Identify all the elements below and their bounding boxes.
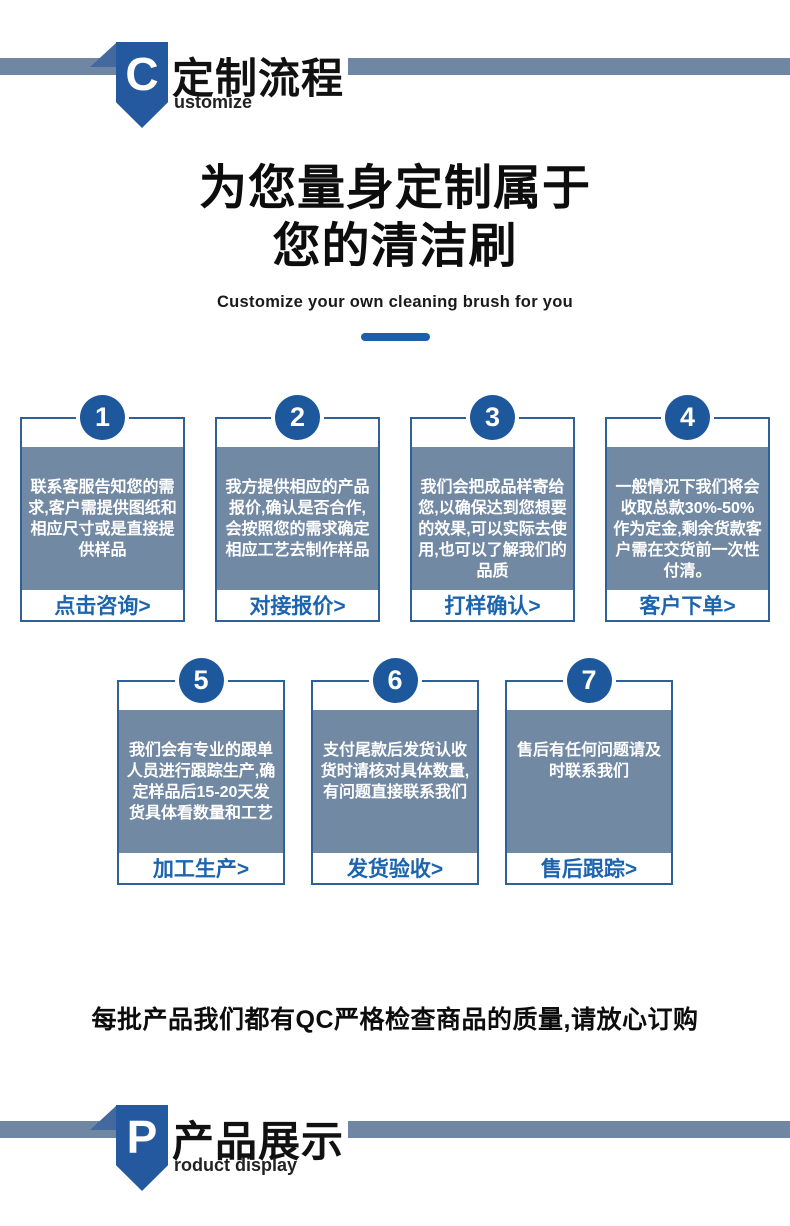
step-description-3: 我们会把成品样寄给您,以确保达到您想要的效果,可以实际去使用,也可以了解我们的品…: [412, 447, 573, 590]
qc-note: 每批产品我们都有QC严格检查商品的质量,请放心订购: [91, 1006, 699, 1034]
band-bar-left: [0, 58, 118, 75]
step-link-quote[interactable]: 对接报价>: [249, 595, 346, 618]
step-box-1: 联系客服告知您的需求,客户需提供图纸和相应尺寸或是直接提供样品 点击咨询>: [20, 417, 185, 622]
step-number-badge-5: 5: [178, 658, 224, 703]
step-description-1: 联系客服告知您的需求,客户需提供图纸和相应尺寸或是直接提供样品: [22, 447, 183, 590]
ribbon-banner-icon: P: [116, 1105, 168, 1191]
step-box-7: 售后有任何问题请及时联系我们 售后跟踪>: [505, 680, 673, 885]
steps-row-2: 5 我们会有专业的跟单人员进行跟踪生产,确定样品后15-20天发货具体看数量和工…: [0, 658, 790, 885]
step-link-order[interactable]: 客户下单>: [639, 595, 736, 618]
step-card-7: 7 售后有任何问题请及时联系我们 售后跟踪>: [505, 658, 673, 885]
ribbon-initial: C: [125, 48, 159, 100]
step-description-4: 一般情况下我们将会收取总款30%-50%作为定金,剩余货款客户需在交货前一次性付…: [607, 447, 768, 590]
step-link-aftersale[interactable]: 售后跟踪>: [540, 858, 638, 881]
step-footer-6: 发货验收>: [313, 853, 477, 883]
ribbon-fold-icon: [90, 1106, 116, 1130]
section-subtitle-product: roduct display: [174, 1155, 298, 1175]
steps-row-1: 1 联系客服告知您的需求,客户需提供图纸和相应尺寸或是直接提供样品 点击咨询> …: [0, 395, 790, 622]
step-link-production[interactable]: 加工生产>: [152, 858, 250, 881]
step-number-badge-2: 2: [275, 395, 320, 440]
step-description-2: 我方提供相应的产品报价,确认是否合作,会按照您的需求确定相应工艺去制作样品: [217, 447, 378, 590]
step-footer-3: 打样确认>: [412, 590, 573, 620]
step-card-4: 4 一般情况下我们将会收取总款30%-50%作为定金,剩余货款客户需在交货前一次…: [605, 395, 770, 622]
step-number-badge-7: 7: [566, 658, 612, 703]
hero: 为您量身定制属于 您的清洁刷 Customize your own cleani…: [0, 160, 790, 341]
band-bar-left: [0, 1121, 118, 1138]
step-footer-1: 点击咨询>: [22, 590, 183, 620]
step-footer-7: 售后跟踪>: [507, 853, 671, 883]
step-number-badge-6: 6: [372, 658, 418, 703]
step-box-2: 我方提供相应的产品报价,确认是否合作,会按照您的需求确定相应工艺去制作样品 对接…: [215, 417, 380, 622]
hero-divider: [360, 333, 430, 341]
step-card-5: 5 我们会有专业的跟单人员进行跟踪生产,确定样品后15-20天发货具体看数量和工…: [117, 658, 285, 885]
hero-title-line1: 为您量身定制属于: [198, 162, 591, 215]
step-description-6: 支付尾款后发货认收货时请核对具体数量,有问题直接联系我们: [313, 710, 477, 853]
hero-subtitle: Customize your own cleaning brush for yo…: [216, 293, 574, 311]
section-title-product: 产品展示: [172, 1118, 345, 1165]
step-box-6: 支付尾款后发货认收货时请核对具体数量,有问题直接联系我们 发货验收>: [311, 680, 479, 885]
step-card-1: 1 联系客服告知您的需求,客户需提供图纸和相应尺寸或是直接提供样品 点击咨询>: [20, 395, 185, 622]
step-footer-4: 客户下单>: [607, 590, 768, 620]
ribbon-fold-icon: [90, 43, 116, 67]
band-bar-right: [348, 1121, 790, 1138]
step-link-sample[interactable]: 打样确认>: [444, 595, 541, 618]
ribbon-banner-icon: C: [116, 42, 168, 128]
ribbon-initial: P: [126, 1111, 158, 1163]
section-header-customize: C 定制流程 ustomize: [0, 42, 790, 132]
hero-title-line2: 您的清洁刷: [272, 220, 518, 273]
band-bar-right: [348, 58, 790, 75]
section-title-customize: 定制流程: [172, 55, 345, 102]
step-footer-5: 加工生产>: [119, 853, 283, 883]
step-description-5: 我们会有专业的跟单人员进行跟踪生产,确定样品后15-20天发货具体看数量和工艺: [119, 710, 283, 853]
step-card-3: 3 我们会把成品样寄给您,以确保达到您想要的效果,可以实际去使用,也可以了解我们…: [410, 395, 575, 622]
step-link-delivery[interactable]: 发货验收>: [346, 858, 444, 881]
step-box-5: 我们会有专业的跟单人员进行跟踪生产,确定样品后15-20天发货具体看数量和工艺 …: [117, 680, 285, 885]
step-description-7: 售后有任何问题请及时联系我们: [507, 710, 671, 853]
step-number-badge-4: 4: [665, 395, 710, 440]
step-box-3: 我们会把成品样寄给您,以确保达到您想要的效果,可以实际去使用,也可以了解我们的品…: [410, 417, 575, 622]
step-box-4: 一般情况下我们将会收取总款30%-50%作为定金,剩余货款客户需在交货前一次性付…: [605, 417, 770, 622]
step-number-badge-3: 3: [470, 395, 515, 440]
step-card-2: 2 我方提供相应的产品报价,确认是否合作,会按照您的需求确定相应工艺去制作样品 …: [215, 395, 380, 622]
step-link-consult[interactable]: 点击咨询>: [54, 595, 151, 618]
step-card-6: 6 支付尾款后发货认收货时请核对具体数量,有问题直接联系我们 发货验收>: [311, 658, 479, 885]
step-number-badge-1: 1: [80, 395, 125, 440]
step-footer-2: 对接报价>: [217, 590, 378, 620]
section-header-product: P 产品展示 roduct display: [0, 1105, 790, 1195]
section-subtitle-customize: ustomize: [174, 92, 253, 112]
